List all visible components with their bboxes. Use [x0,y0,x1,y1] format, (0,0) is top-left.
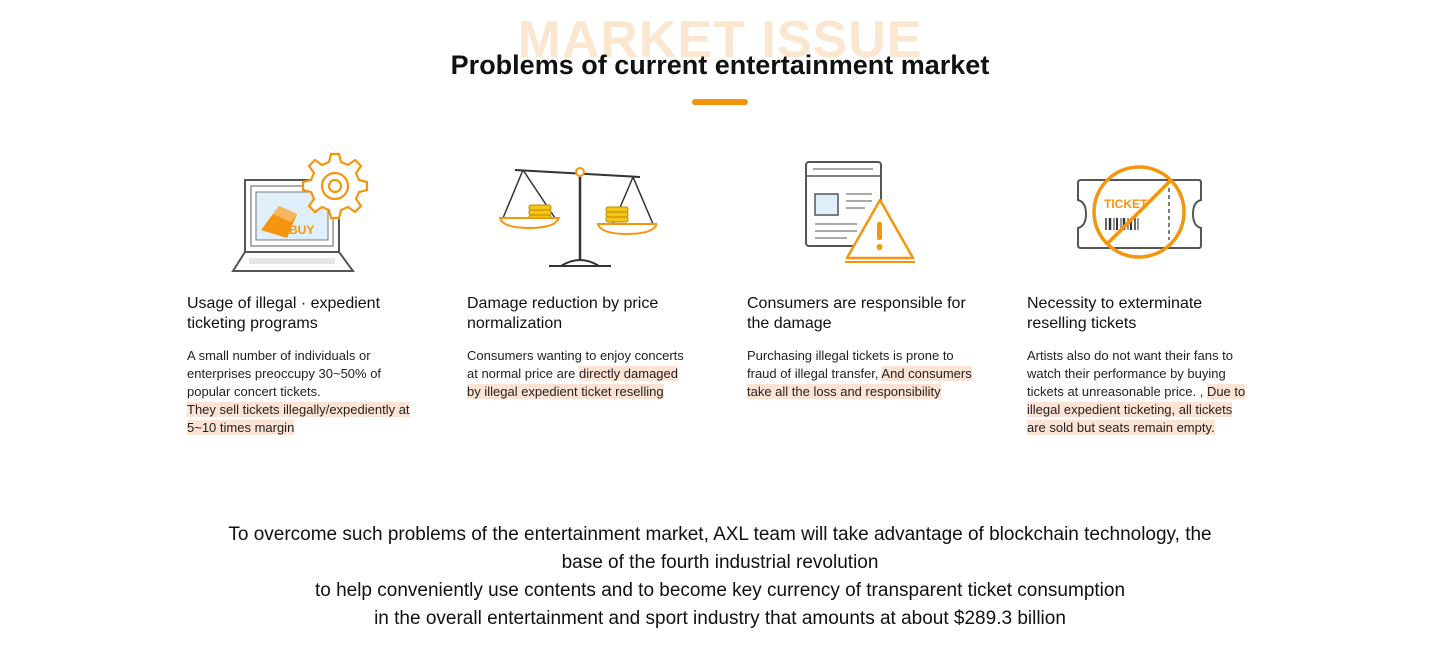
card-title: Consumers are responsible for the damage [747,295,966,332]
card-highlight: They sell tickets illegally/expediently … [187,402,410,435]
balance-scale-icon [498,167,657,267]
summary-line: To overcome such problems of the enterta… [228,524,1212,545]
section-background-title: MARKET ISSUE [517,11,923,69]
ticket-label: TICKET [1104,197,1148,211]
card-description: A small number of individuals or enterpr… [187,348,410,435]
page-title: Problems of current entertainment market [450,50,990,80]
card-description: Purchasing illegal tickets is prone to f… [747,348,972,399]
card-title: Usage of illegal · expedient ticketing p… [187,295,381,332]
card-title: Damage reduction by price normalization [467,295,659,332]
summary-statement: To overcome such problems of the enterta… [0,521,1440,633]
problem-cards: BUY Usage of illegal · expedient ticketi… [187,150,1267,470]
card-title: Necessity to exterminate reselling ticke… [1027,295,1203,332]
document-warning-icon [805,161,915,263]
card-description: Consumers wanting to enjoy concerts at n… [467,348,684,399]
laptop-gear-ticket-icon: BUY [231,152,369,272]
summary-line: to help conveniently use contents and to… [314,580,1126,601]
card-description: Artists also do not want their fans to w… [1027,348,1246,435]
title-underline [692,99,748,105]
buy-label: BUY [289,223,314,237]
no-ticket-icon: TICKET [1077,165,1202,259]
summary-line: in the overall entertainment and sport i… [374,608,1066,629]
summary-line: base of the fourth industrial revolution [561,552,879,573]
